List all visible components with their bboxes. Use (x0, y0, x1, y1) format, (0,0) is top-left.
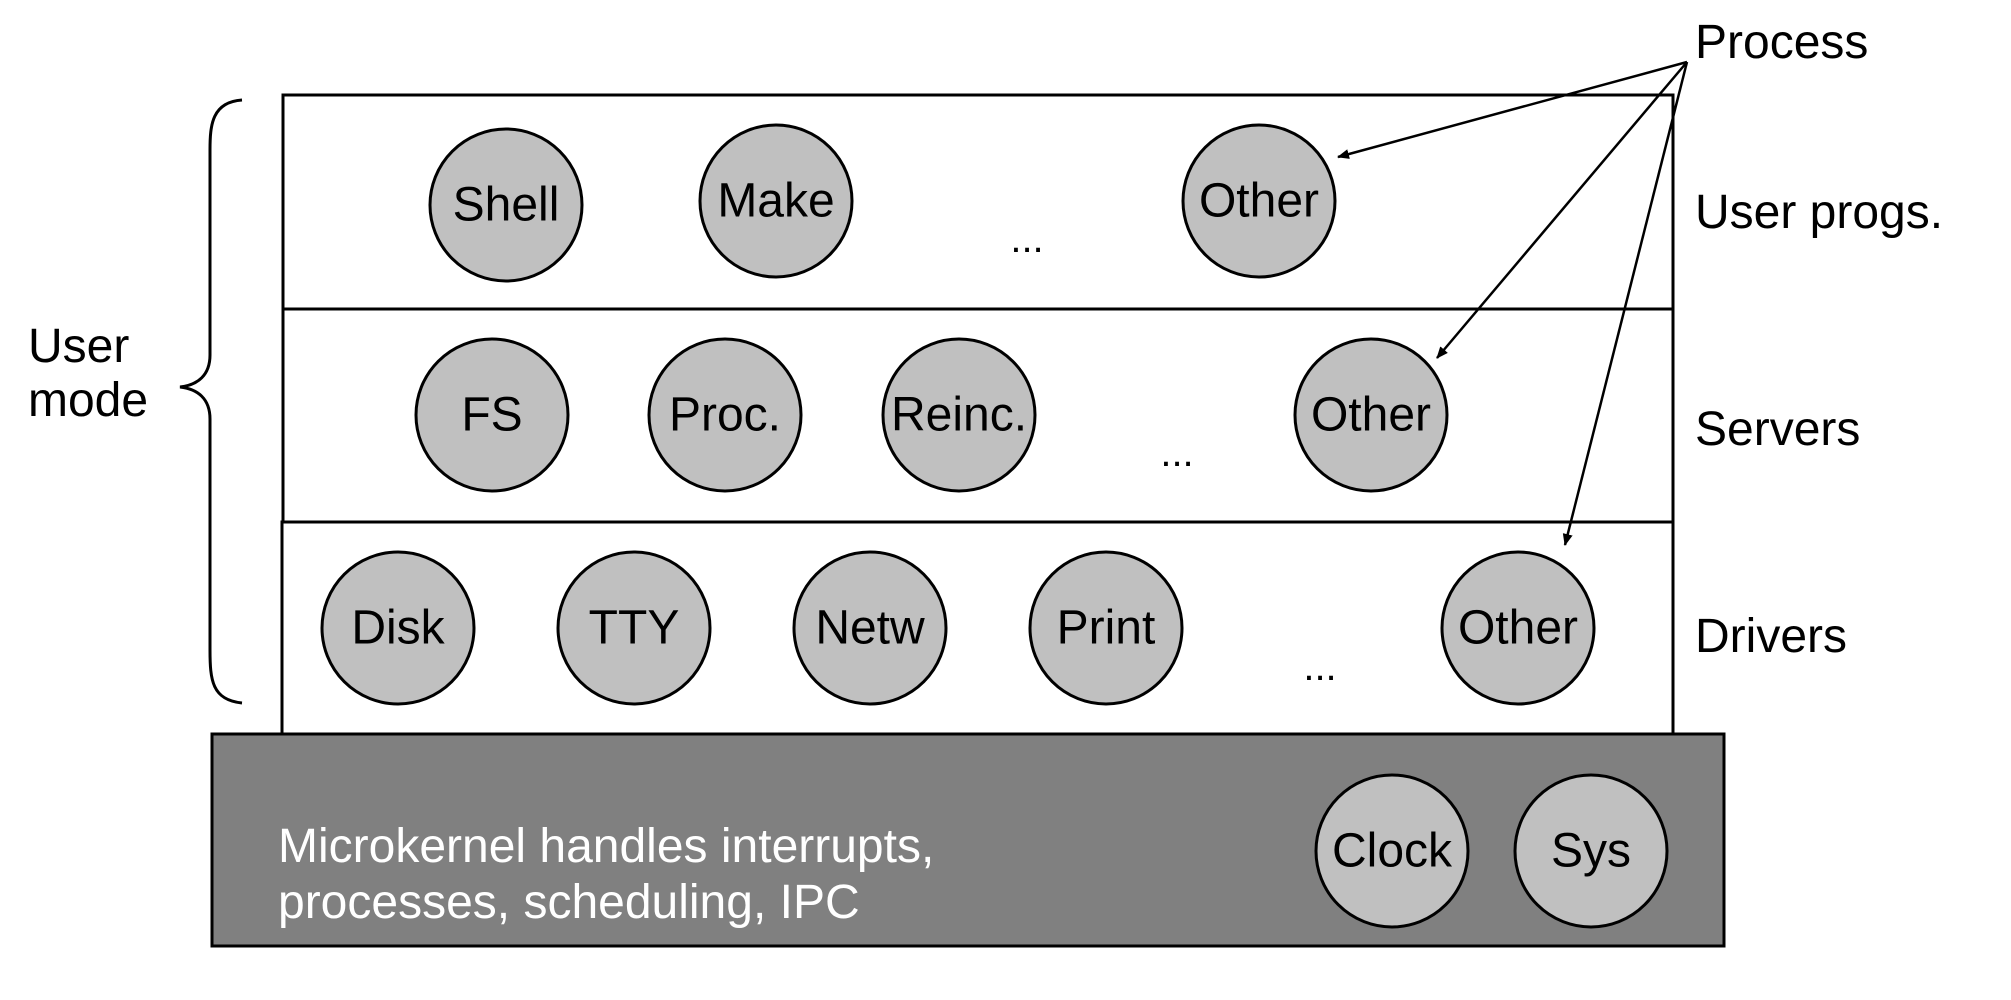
node-clock: Clock (1314, 773, 1470, 929)
node-shell: Shell (428, 127, 584, 283)
node-label: Reinc. (891, 389, 1027, 442)
arrow-to-server-other (1436, 61, 1688, 359)
layer-label-drivers: Drivers (1695, 610, 1847, 663)
node-label: Other (1311, 389, 1431, 442)
node-label: Print (1057, 602, 1156, 655)
node-label: Clock (1332, 825, 1453, 878)
ellipsis: ... (1303, 645, 1336, 689)
arrow-to-driver-other (1562, 61, 1689, 546)
node-label: Proc. (669, 389, 781, 442)
layer-label-servers: Servers (1695, 403, 1860, 456)
node-other-servers: Other (1293, 337, 1449, 493)
node-label: Other (1458, 602, 1578, 655)
ellipsis: ... (1160, 431, 1193, 475)
ellipsis: ... (1010, 217, 1043, 261)
node-fs: FS (414, 337, 570, 493)
node-netw: Netw (792, 550, 948, 706)
node-label: Other (1199, 175, 1319, 228)
node-reinc: Reinc. (881, 337, 1037, 493)
layer-microkernel (210, 732, 1726, 948)
node-label: Disk (351, 602, 445, 655)
node-sys: Sys (1513, 773, 1669, 929)
layer-label-user-progs: User progs. (1695, 186, 1943, 239)
node-label: TTY (589, 602, 680, 655)
node-label: Shell (453, 179, 560, 232)
node-label: FS (461, 389, 522, 442)
process-label: Process (1695, 16, 1868, 69)
node-other-drivers: Other (1440, 550, 1596, 706)
user-mode-label-line2: mode (28, 374, 148, 427)
node-other-user: Other (1181, 123, 1337, 279)
user-mode-label-line1: User (28, 320, 129, 373)
user-mode-brace (179, 98, 243, 705)
kernel-description-line2: processes, scheduling, IPC (278, 876, 860, 929)
process-arrows (1337, 60, 1689, 546)
node-label: Sys (1551, 825, 1631, 878)
node-proc: Proc. (647, 337, 803, 493)
node-print: Print (1028, 550, 1184, 706)
node-label: Make (717, 175, 834, 228)
node-disk: Disk (320, 550, 476, 706)
node-label: Netw (815, 602, 925, 655)
node-tty: TTY (556, 550, 712, 706)
node-make: Make (698, 123, 854, 279)
arrow-to-user-other (1337, 60, 1688, 159)
kernel-description-line1: Microkernel handles interrupts, (278, 820, 934, 873)
